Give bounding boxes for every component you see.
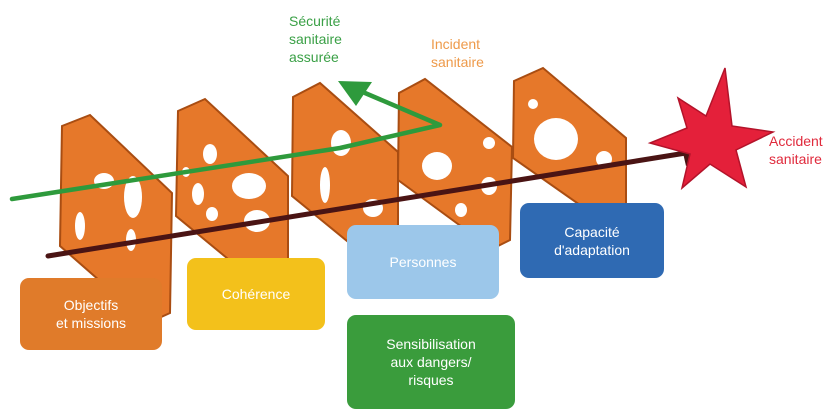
label-incident-sanitaire: Incident sanitaire xyxy=(431,36,484,70)
box-capacite-adaptation: Capacité d'adaptation xyxy=(520,203,664,278)
box-personnes: Personnes xyxy=(347,225,499,299)
cheese-slice-5 xyxy=(511,66,627,226)
safety-trajectory-arrow xyxy=(9,81,443,202)
label-accident-sanitaire: Accident sanitaire xyxy=(769,133,823,167)
label-securite-sanitaire: Sécurité sanitaire assurée xyxy=(289,13,342,65)
cheese-slice-2 xyxy=(174,97,289,294)
box-objectifs-missions: Objectifs et missions xyxy=(20,278,162,350)
accident-star-icon xyxy=(647,67,776,191)
cheese-slice-1 xyxy=(58,113,174,325)
cheese-slice-4 xyxy=(396,77,514,251)
box-sensibilisation: Sensibilisation aux dangers/ risques xyxy=(347,315,515,409)
box-coherence: Cohérence xyxy=(187,258,325,330)
